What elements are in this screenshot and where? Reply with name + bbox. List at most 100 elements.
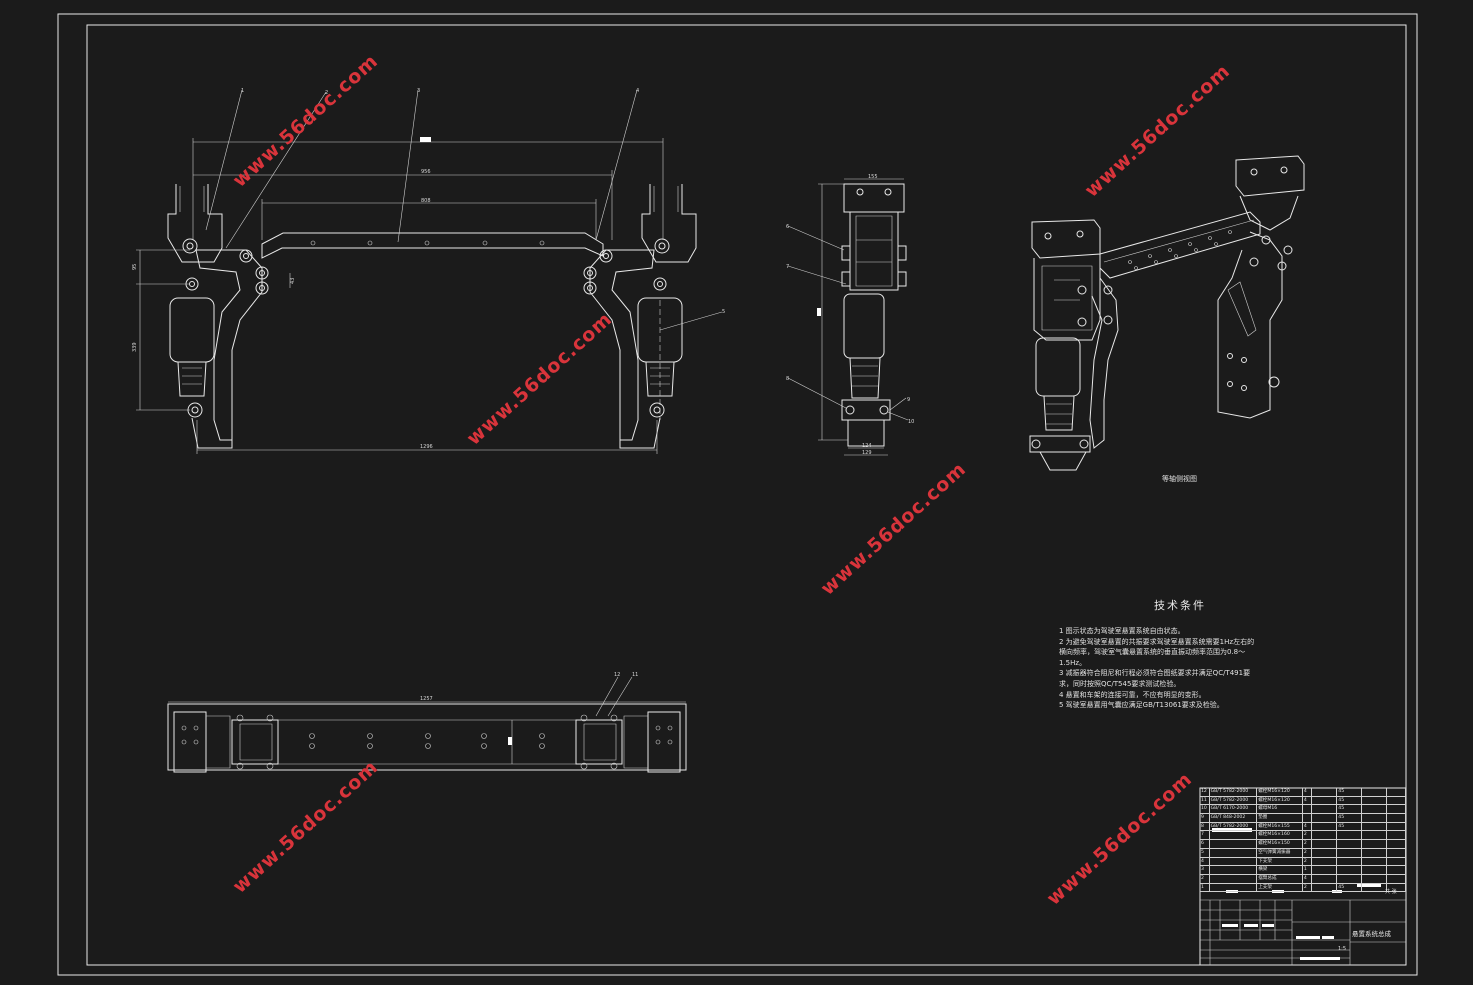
- bom-cell: 螺栓M16×150: [1257, 840, 1303, 848]
- dim-plan-width: 1257: [420, 696, 433, 702]
- dim-front-bottom: 1296: [420, 444, 433, 450]
- side-view: 155 124 129 6 7 8 9 10: [786, 174, 914, 456]
- watermarks: www.56doc.com www.56doc.com www.56doc.co…: [229, 50, 1235, 910]
- bom-cell: [1387, 866, 1406, 874]
- tech-line: 横向频率，驾驶室气囊悬置系统的垂直振动频率范围为0.8～: [1059, 648, 1246, 657]
- watermark-5: www.56doc.com: [229, 756, 383, 898]
- bom-cell: [1387, 805, 1406, 814]
- bom-cell: 8: [1200, 822, 1210, 831]
- watermark-2: www.56doc.com: [1081, 60, 1235, 202]
- bom-cell: [1362, 857, 1387, 866]
- bom-cell: [1362, 840, 1387, 848]
- isometric-view-label: 等轴侧视图: [1162, 475, 1197, 483]
- bom-cell: [1312, 857, 1338, 866]
- bom-cell: [1210, 857, 1258, 866]
- bom-cell: [1312, 788, 1338, 796]
- bom-cell: 2: [1200, 874, 1210, 883]
- bom-cell: [1362, 831, 1387, 840]
- bom-cell: 7: [1200, 831, 1210, 840]
- drawing-title: 悬置系统总成: [1352, 930, 1391, 938]
- bom-cell: [1210, 874, 1258, 883]
- bom-cell: 横梁: [1257, 866, 1303, 874]
- bom-cell: [1210, 848, 1258, 857]
- bom-cell: [1387, 840, 1406, 848]
- dim-front-left-small: 95: [132, 264, 138, 270]
- isometric-view: [1029, 155, 1305, 471]
- part-label-4: 4: [636, 88, 639, 94]
- bom-cell: 1: [1303, 866, 1313, 874]
- bom-cell: 45: [1337, 822, 1363, 831]
- bom-cell: [1337, 831, 1363, 840]
- part-label-8: 8: [786, 376, 789, 382]
- bom-cell: [1362, 814, 1387, 822]
- bom-cell: 摆臂总成: [1257, 874, 1303, 883]
- bom-cell: 10: [1200, 805, 1210, 814]
- tech-line: 5 驾驶室悬置用气囊应满足GB/T13061要求及检验。: [1059, 701, 1224, 710]
- bom-cell: [1337, 866, 1363, 874]
- bom-cell: 6: [1200, 840, 1210, 848]
- bom-cell: [1312, 822, 1338, 831]
- bom-cell: [1362, 822, 1387, 831]
- bom-cell: [1312, 883, 1338, 892]
- bom-cell: [1210, 840, 1258, 848]
- part-label-6: 6: [786, 224, 789, 230]
- tech-requirements-title: 技术条件: [1154, 599, 1206, 612]
- bom-cell: [1387, 874, 1406, 883]
- bom-cell: [1387, 796, 1406, 805]
- bom-cell: [1387, 831, 1406, 840]
- bom-cell: [1387, 814, 1406, 822]
- part-label-2: 2: [325, 90, 328, 96]
- bom-cell: [1210, 866, 1258, 874]
- dim-front-gap: 43: [290, 278, 296, 284]
- tech-line: 4 悬置和车架的连接可靠，不应有明显的变形。: [1059, 690, 1206, 699]
- bom-cell: [1312, 814, 1338, 822]
- sheet-count: 共 张: [1385, 889, 1397, 895]
- bom-cell: 3: [1200, 866, 1210, 874]
- watermark-4: www.56doc.com: [817, 458, 971, 600]
- part-label-9: 9: [907, 397, 910, 403]
- dim-front-top: 956: [421, 169, 431, 175]
- bom-cell: 螺栓M16×120: [1257, 796, 1303, 805]
- inner-border: [86, 24, 1407, 966]
- bom-cell: [1312, 831, 1338, 840]
- watermark-1: www.56doc.com: [229, 50, 383, 192]
- watermark-6: www.56doc.com: [1043, 768, 1197, 910]
- bom-cell: [1387, 883, 1406, 892]
- bom-cell: [1387, 822, 1406, 831]
- bom-cell: 螺母M16: [1257, 805, 1303, 814]
- bom-cell: 螺栓M16×155: [1257, 822, 1303, 831]
- tech-line: 1 图示状态为驾驶室悬置系统自由状态。: [1059, 627, 1185, 635]
- bom-cell: 45: [1337, 814, 1363, 822]
- bom-cell: [1312, 796, 1338, 805]
- bom-cell: 4: [1200, 857, 1210, 866]
- dim-side-bottom-a: 124: [862, 443, 872, 449]
- bom-cell: [1362, 883, 1387, 892]
- dim-side-top: 155: [868, 174, 878, 180]
- bom-cell: [1312, 840, 1338, 848]
- part-label-5: 5: [722, 309, 725, 315]
- bom-cell: 11: [1200, 796, 1210, 805]
- bom-cell: [1312, 805, 1338, 814]
- bom-cell: GB/T 6170-2000: [1210, 805, 1258, 814]
- bom-cell: 2: [1303, 857, 1313, 866]
- bom-cell: [1337, 874, 1363, 883]
- bom-cell: [1337, 857, 1363, 866]
- part-label-3: 3: [417, 88, 420, 94]
- bom-cell: [1312, 848, 1338, 857]
- bom-cell: 2: [1303, 848, 1313, 857]
- bom-cell: 下支架: [1257, 857, 1303, 866]
- bom-cell: 2: [1303, 883, 1313, 892]
- tech-line: 求，同时按照QC/T545要求测试检验。: [1059, 679, 1181, 688]
- bom-cell: 45: [1337, 788, 1363, 796]
- bom-cell: 45: [1337, 883, 1363, 892]
